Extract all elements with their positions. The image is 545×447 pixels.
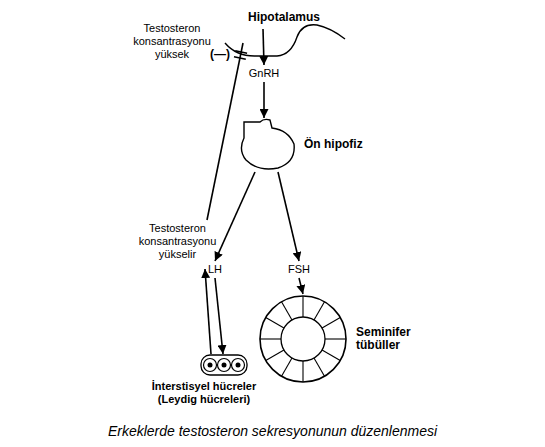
cell-nucleus bbox=[222, 363, 227, 368]
figure-caption: Erkeklerde testosteron sekresyonunun düz… bbox=[0, 423, 545, 439]
cell-nucleus bbox=[236, 363, 241, 368]
tubule-lumen bbox=[281, 317, 325, 361]
leydig-node: İnterstisyel hücreler (Leydig hücreleri) bbox=[143, 352, 265, 410]
node-shape bbox=[258, 294, 348, 384]
leydig-cell bbox=[232, 359, 245, 372]
tubule-spoke bbox=[314, 302, 325, 320]
flow-arrow bbox=[278, 172, 299, 261]
tubule-spoke bbox=[260, 338, 281, 339]
node-text: İnterstisyel hücreler (Leydig hücreleri) bbox=[143, 380, 265, 406]
tubule-spoke bbox=[266, 318, 284, 329]
node-text: Testosteron konsantrasyonu yükselir bbox=[135, 222, 220, 261]
tubule-spoke bbox=[282, 358, 293, 376]
node-text: GnRH bbox=[246, 67, 282, 80]
feedback-note: Testosteron konsantrasyonu yüksek bbox=[132, 22, 212, 61]
hypothalamus-outline bbox=[225, 25, 345, 56]
node-shape bbox=[238, 118, 298, 173]
leydig-cell bbox=[218, 359, 231, 372]
level-node: Testosteron konsantrasyonu yükselir bbox=[135, 222, 220, 261]
node-text: Seminifer tübüller bbox=[356, 326, 418, 352]
tubule-node: Seminifer tübüller bbox=[258, 294, 348, 384]
tubule-spoke bbox=[282, 302, 293, 320]
tubule-spoke bbox=[266, 350, 284, 361]
hormone-node: LH bbox=[200, 262, 230, 278]
leydig-cell bbox=[204, 359, 217, 372]
node-text: Ön hipofiz bbox=[304, 138, 363, 151]
tubule-spoke bbox=[322, 350, 340, 361]
tubule-spoke bbox=[302, 296, 303, 317]
flow-arrow bbox=[215, 278, 223, 354]
pituitary-node: Ön hipofiz bbox=[238, 118, 298, 173]
pituitary-outline bbox=[241, 119, 294, 169]
flow-arrow bbox=[263, 82, 265, 118]
cell-group-outline bbox=[201, 355, 247, 375]
node-text: LH bbox=[200, 263, 230, 276]
tubule-spoke bbox=[314, 358, 325, 376]
tubule-spoke bbox=[302, 361, 303, 382]
cell-nucleus bbox=[208, 363, 213, 368]
node-text: FSH bbox=[282, 263, 316, 276]
tubule-spoke bbox=[325, 338, 346, 339]
node-shape bbox=[143, 352, 265, 378]
flow-arrow bbox=[215, 172, 255, 261]
inhibition-bar bbox=[234, 57, 246, 59]
hormone-node: FSH bbox=[282, 262, 316, 278]
hormone-node: GnRH bbox=[246, 66, 282, 82]
tubule-spoke bbox=[322, 318, 340, 329]
tubule-outer bbox=[260, 296, 346, 382]
flow-arrow bbox=[205, 269, 211, 354]
node-text: Hipotalamus bbox=[248, 11, 320, 24]
flow-arrow bbox=[263, 29, 264, 65]
inhibition-sign: (—) bbox=[210, 48, 230, 61]
feedback-line bbox=[207, 43, 243, 220]
flow-arrow bbox=[299, 278, 303, 294]
